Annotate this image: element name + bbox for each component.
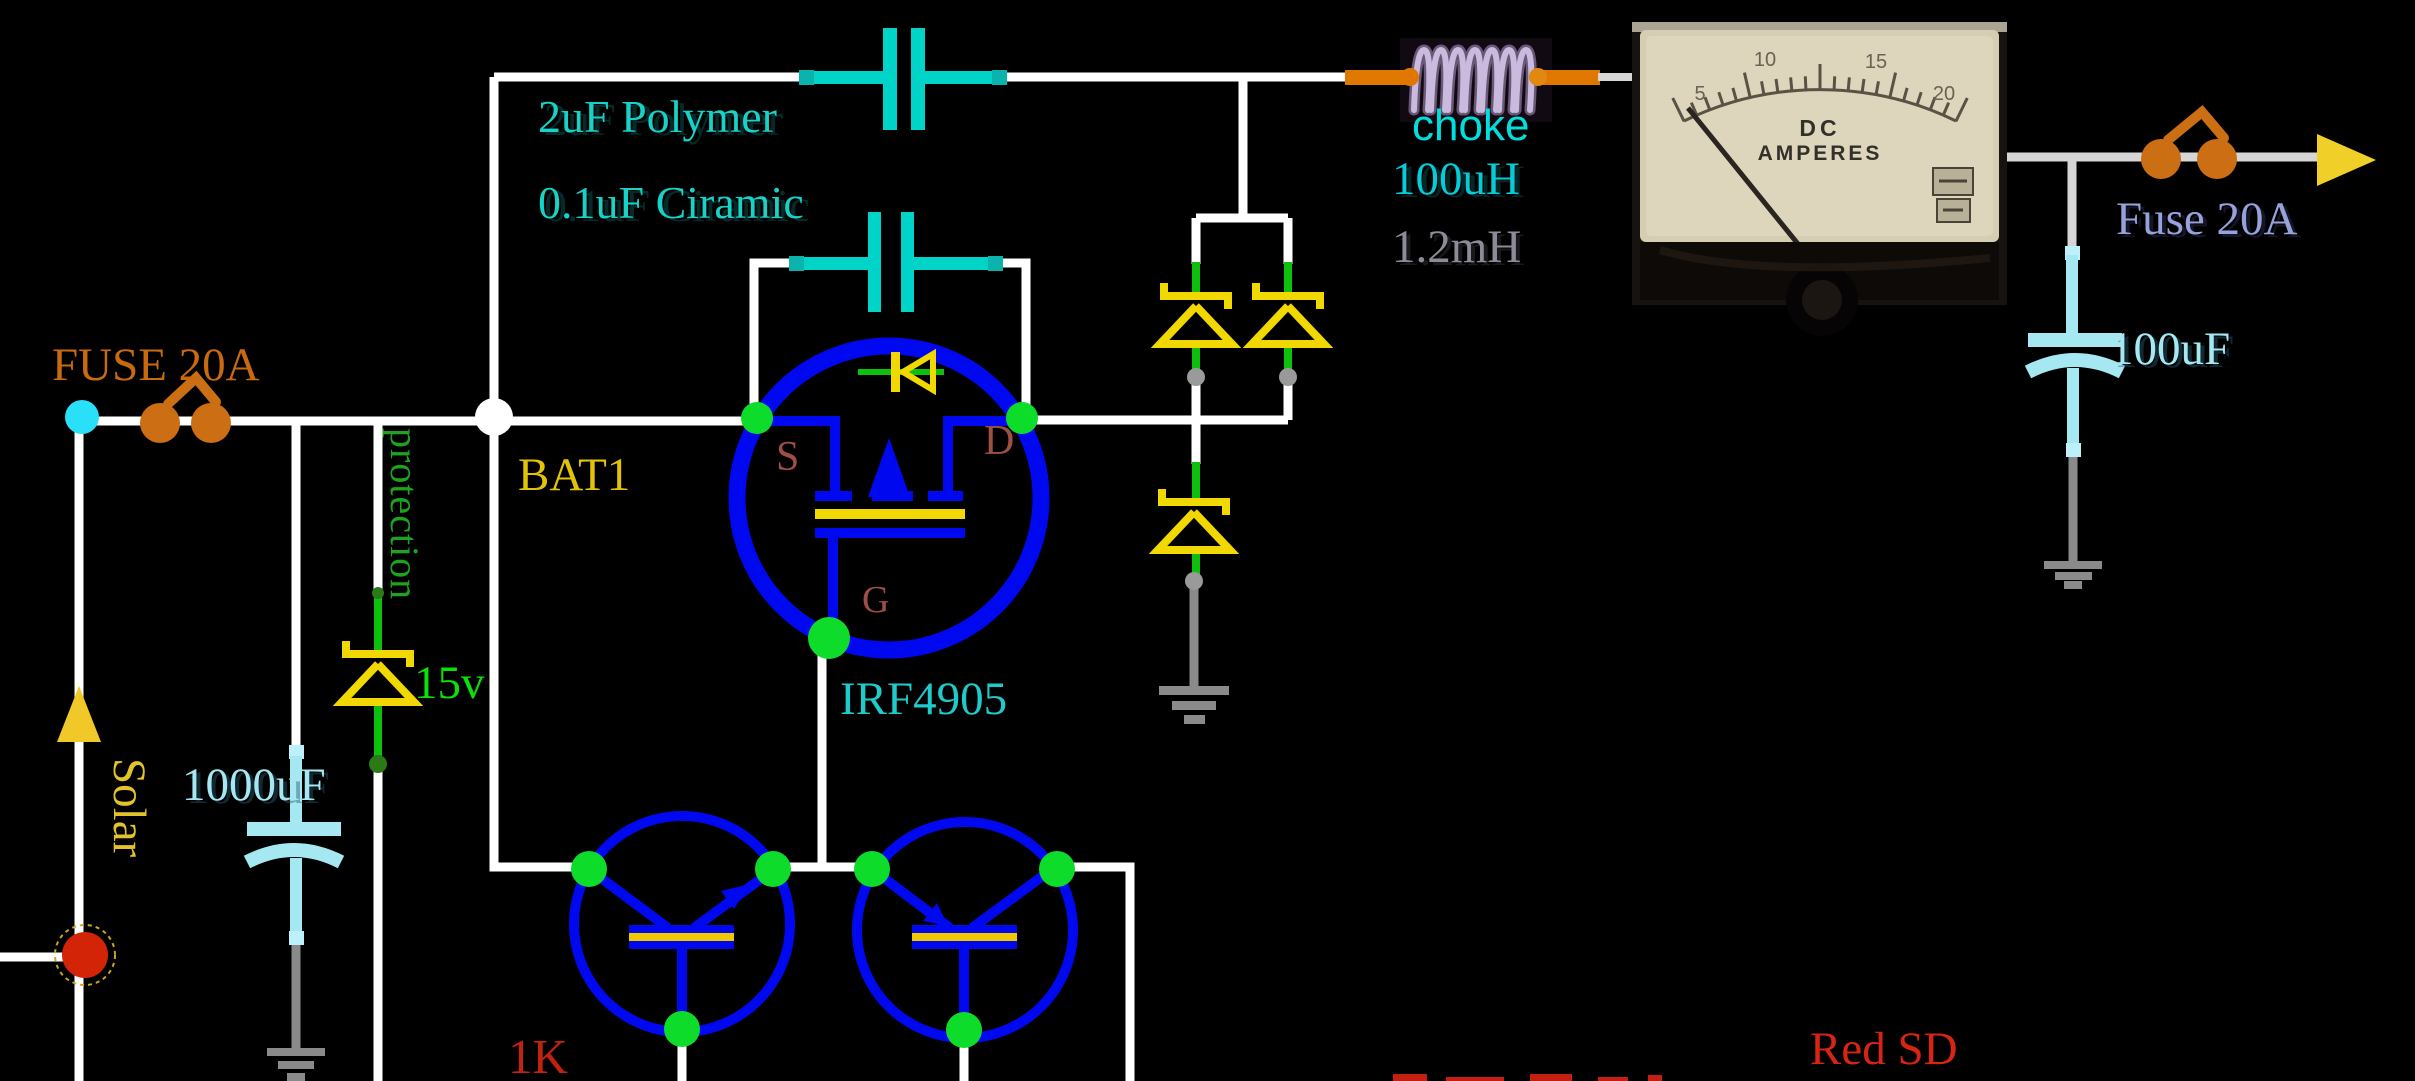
zener-diode-icon <box>332 283 1334 706</box>
battery-label: BAT1 <box>518 449 631 501</box>
output-fuse-label: Fuse 20A <box>2116 193 2298 245</box>
solder-pad <box>369 587 387 773</box>
junction-dot <box>475 398 513 436</box>
solar-terminal-red <box>54 924 116 986</box>
protection-label: protection <box>382 428 427 601</box>
ground-stems <box>291 455 2078 1050</box>
polymer-capacitor-icon <box>799 28 1007 130</box>
mosfet-pin-source: S <box>776 434 799 480</box>
mosfet-symbol: S D G <box>728 337 1050 659</box>
zener-voltage-label: 15v <box>414 657 485 709</box>
meter-label-amperes: AMPERES <box>1758 142 1883 165</box>
red-sd-note: Red SD <box>1810 1023 1958 1075</box>
mosfet-part-label: IRF4905 <box>840 673 1008 725</box>
solar-label: Solar <box>103 758 155 858</box>
meter-scale-number: 20 <box>1933 83 1955 105</box>
meter-label-dc: DC <box>1799 115 1840 141</box>
meter-scale-number: 5 <box>1694 83 1705 105</box>
ground-icon <box>2044 561 2102 589</box>
wire-net <box>0 72 1348 1081</box>
bulk-cap-label: 1000uF <box>182 759 326 811</box>
choke-name-label: choke <box>1412 101 1530 150</box>
solder-pad <box>1185 368 1297 590</box>
output-fuse-icon <box>2141 105 2237 179</box>
transistor-symbol-q2 <box>852 817 1078 1048</box>
choke-inductor-icon <box>1345 38 1634 122</box>
meter-scale-number: 10 <box>1754 49 1776 71</box>
input-fuse-icon <box>140 370 231 443</box>
mosfet-pin-gate: G <box>862 579 889 621</box>
choke-value1-label: 100uH <box>1392 153 1520 205</box>
transistor-symbol-q1 <box>569 811 795 1047</box>
ceramic-cap-label: 0.1uF Ciramic <box>538 177 804 228</box>
output-capacitor-icon <box>2024 246 2126 457</box>
ceramic-capacitor-icon <box>789 212 1003 312</box>
ground-icon <box>267 1048 325 1081</box>
output-cap-label: 100uF <box>2110 323 2231 375</box>
mosfet-pin-drain: D <box>984 418 1014 464</box>
dc-ammeter-photo: 5 10 15 20 DC AMPERES <box>1632 22 2007 336</box>
meter-logo-icon <box>1932 167 1974 223</box>
ground-icon <box>1159 686 1229 724</box>
solar-arrow-icon <box>57 686 101 742</box>
meter-scale-number: 15 <box>1865 51 1887 73</box>
solar-terminal-cyan <box>65 400 99 434</box>
polymer-cap-label: 2uF Polymer <box>538 91 777 142</box>
choke-value2-label: 1.2mH <box>1392 221 1522 273</box>
bulk-capacitor-icon <box>243 745 345 945</box>
clipped-red-text-fragment <box>1393 1074 1662 1081</box>
output-arrow-icon <box>2317 134 2376 186</box>
input-fuse-label: FUSE 20A <box>52 339 260 391</box>
resistor-label: 1K <box>508 1029 568 1081</box>
